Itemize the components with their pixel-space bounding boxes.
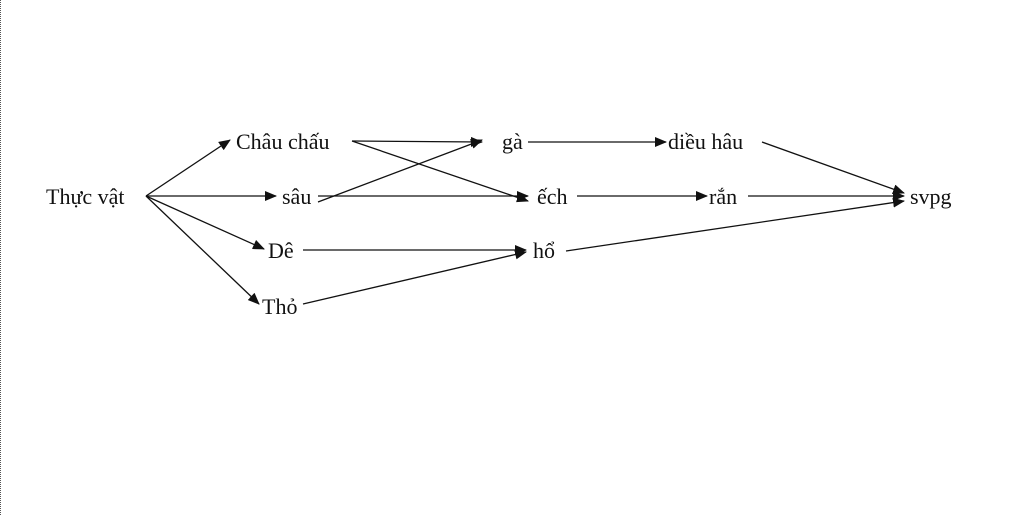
arrow-chau-chau-to-ech (351, 140, 529, 203)
arrow-thuc-vat-to-tho (145, 195, 260, 305)
arrow-tho-to-ho (302, 249, 527, 305)
page-edge-dotted-line (0, 0, 1, 515)
arrow-sau-to-ga (317, 139, 483, 203)
nodes-layer: Thực vật Châu chấu sâu Dê Thỏ gà ếch hổ … (46, 129, 952, 319)
node-chau-chau: Châu chấu (236, 129, 329, 154)
arrow-dieu-hau-to-svpg (761, 141, 905, 194)
node-ech: ếch (537, 184, 568, 209)
edges-layer (145, 136, 905, 305)
node-dieu-hau: diều hâu (668, 129, 743, 154)
node-tho: Thỏ (262, 294, 297, 319)
node-thuc-vat: Thực vật (46, 184, 125, 209)
arrow-chau-chau-to-ga (351, 136, 483, 147)
node-ho: hổ (533, 238, 555, 263)
arrow-ho-to-svpg (565, 197, 905, 252)
arrow-thuc-vat-to-chau-chau (145, 139, 231, 197)
node-de: Dê (268, 238, 294, 263)
arrow-thuc-vat-to-de (145, 195, 265, 250)
node-ran: rắn (709, 184, 737, 209)
node-ga: gà (502, 129, 523, 154)
node-sau: sâu (282, 184, 311, 209)
node-svpg: svpg (910, 184, 952, 209)
